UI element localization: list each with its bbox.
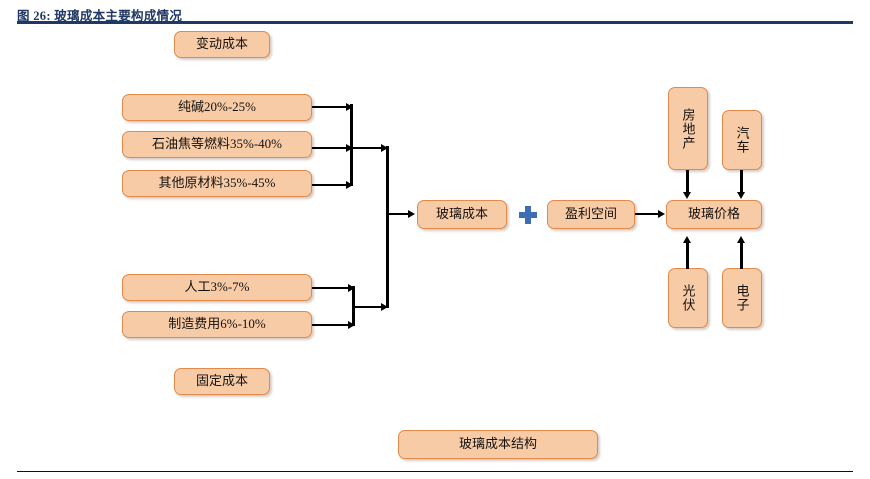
node-caption-cost-structure[interactable]: 玻璃成本结构	[398, 430, 598, 459]
plus-operator-icon	[518, 205, 538, 225]
arrowhead-other-materials	[346, 180, 353, 189]
node-profit-margin[interactable]: 盈利空间	[547, 200, 635, 229]
arrowhead-soda-ash	[346, 102, 353, 111]
node-electronics[interactable]: 电子	[722, 268, 762, 328]
connector-real-estate-v	[686, 170, 689, 194]
connector-spine-to-glass-cost	[386, 213, 412, 216]
node-soda-ash[interactable]: 纯碱20%-25%	[122, 94, 312, 121]
arrowhead-electronics	[736, 236, 745, 243]
arrowhead-photovoltaic	[682, 236, 691, 243]
connector-margin-to-price	[635, 213, 663, 216]
node-glass-price[interactable]: 玻璃价格	[666, 200, 762, 229]
node-automobile[interactable]: 汽车	[722, 110, 762, 170]
node-labor[interactable]: 人工3%-7%	[122, 274, 312, 301]
connector-automobile-v	[740, 170, 743, 194]
arrowhead-petroleum-coke	[346, 143, 353, 152]
connector-variable-to-spine	[350, 147, 388, 150]
node-variable-cost[interactable]: 变动成本	[174, 31, 270, 58]
arrowhead-glass-cost	[408, 209, 415, 218]
figure-title: 图 26: 玻璃成本主要构成情况	[17, 9, 183, 23]
arrowhead-automobile	[736, 192, 745, 199]
node-real-estate[interactable]: 房地产	[668, 87, 708, 170]
arrowhead-glass-price	[658, 209, 665, 218]
node-photovoltaic[interactable]: 光伏	[668, 268, 708, 328]
connector-electronics-v	[740, 243, 743, 269]
connector-labor-h	[312, 287, 354, 290]
connector-other-materials-h	[312, 184, 352, 187]
arrowhead-manufacturing	[348, 320, 355, 329]
node-petroleum-coke-fuel[interactable]: 石油焦等燃料35%-40%	[122, 131, 312, 158]
bottom-divider	[17, 471, 853, 473]
arrowhead-variable-to-spine	[381, 143, 388, 152]
connector-manufacturing-h	[312, 324, 354, 327]
connector-fixed-to-spine	[352, 306, 388, 309]
connector-variable-bus	[350, 104, 353, 186]
connector-petroleum-coke-h	[312, 147, 352, 150]
arrowhead-real-estate	[682, 192, 691, 199]
title-divider	[17, 21, 853, 24]
connector-photovoltaic-v	[686, 243, 689, 269]
arrowhead-labor	[348, 283, 355, 292]
plus-vertical-bar	[525, 206, 531, 224]
connector-soda-ash-h	[312, 106, 352, 109]
node-other-raw-materials[interactable]: 其他原材料35%-45%	[122, 170, 312, 197]
arrowhead-fixed-to-spine	[381, 302, 388, 311]
node-glass-cost[interactable]: 玻璃成本	[417, 200, 507, 229]
node-manufacturing-expense[interactable]: 制造费用6%-10%	[122, 311, 312, 338]
node-fixed-cost[interactable]: 固定成本	[174, 368, 270, 395]
connector-main-spine	[386, 146, 389, 308]
